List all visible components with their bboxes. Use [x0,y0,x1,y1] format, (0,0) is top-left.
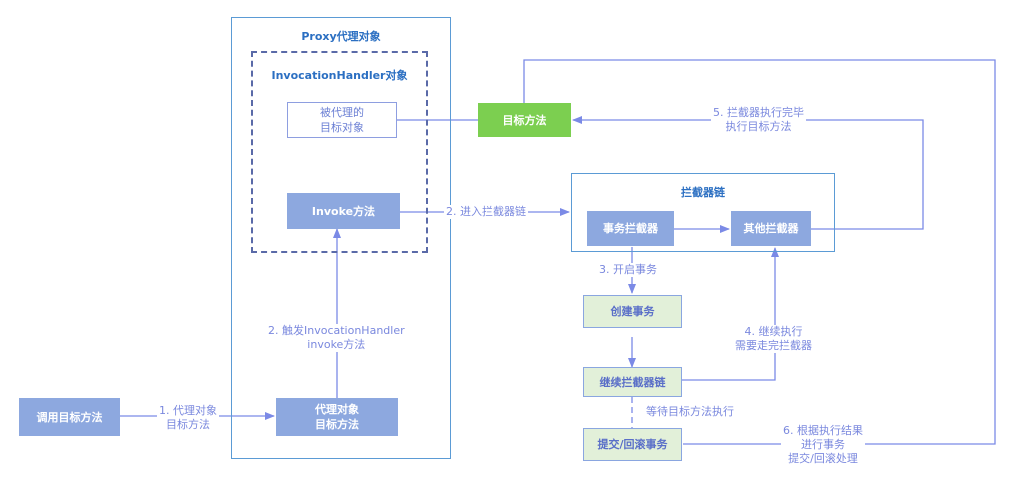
invocation-handler-frame: InvocationHandler对象 [251,51,428,253]
invocation-handler-title: InvocationHandler对象 [271,69,408,82]
step1-label: 1. 代理对象 目标方法 [157,404,219,432]
step5-label: 5. 拦截器执行完毕 执行目标方法 [711,106,806,134]
caller-node[interactable]: 调用目标方法 [19,398,120,436]
target-method-node[interactable]: 目标方法 [478,103,571,137]
arrow-continue-to-other [681,247,779,381]
other-interceptor-node[interactable]: 其他拦截器 [731,211,811,246]
interceptor-chain-title: 拦截器链 [681,186,725,199]
create-tx-node[interactable]: 创建事务 [583,295,682,328]
wait-label: 等待目标方法执行 [644,405,736,419]
step3-label: 3. 开启事务 [597,263,659,277]
invoke-node[interactable]: Invoke方法 [287,193,400,229]
tx-interceptor-node[interactable]: 事务拦截器 [587,211,674,246]
line-target-method-up [523,59,996,445]
proxy-object-frame: Proxy代理对象 [231,17,451,459]
target-object-node[interactable]: 被代理的 目标对象 [287,102,397,138]
step6-label: 6. 根据执行结果 进行事务 提交/回滚处理 [781,424,865,466]
interceptor-chain-frame: 拦截器链 [571,173,835,252]
step2-trigger-label: 2. 触发InvocationHandler invoke方法 [266,324,407,352]
proxy-method-node[interactable]: 代理对象 目标方法 [276,398,398,436]
step4-label: 4. 继续执行 需要走完拦截器 [733,325,814,353]
continue-chain-node[interactable]: 继续拦截器链 [583,367,682,397]
commit-rollback-node[interactable]: 提交/回滚事务 [583,428,682,461]
step2-enter-chain-label: 2. 进入拦截器链 [444,205,528,219]
proxy-object-title: Proxy代理对象 [301,30,381,43]
